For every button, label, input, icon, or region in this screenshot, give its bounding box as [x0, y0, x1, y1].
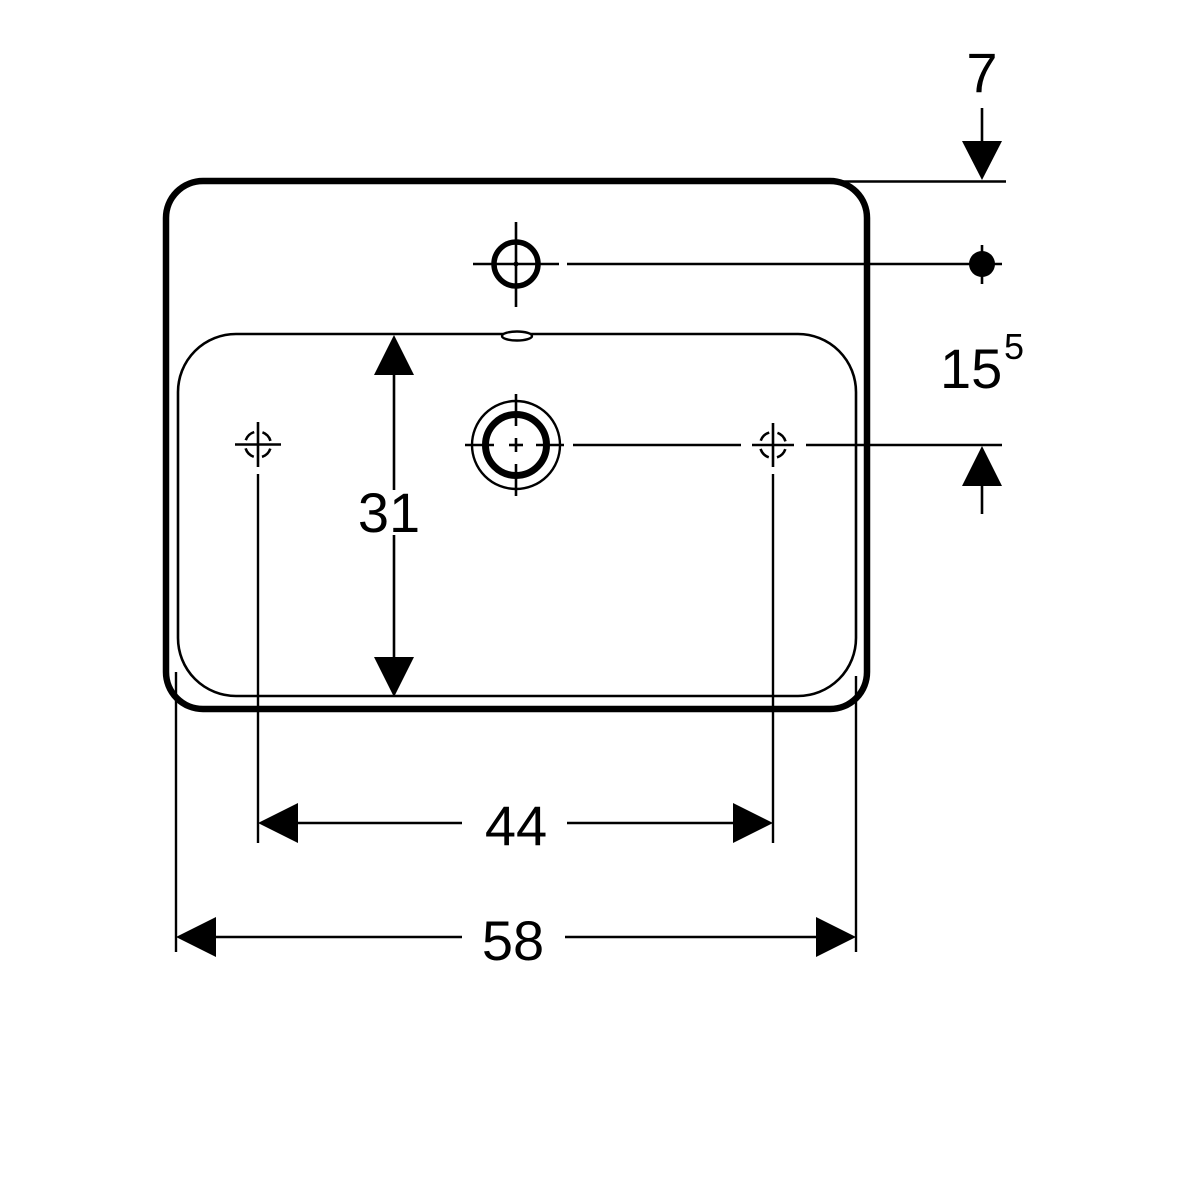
dimension-15-5-arrow-up: [962, 446, 1002, 486]
dimension-58-arrow-left: [176, 917, 216, 957]
dimension-58-label: 58: [482, 909, 544, 972]
basin-inner-bowl-outline: [176, 332, 858, 698]
dimension-31-arrow-down: [374, 657, 414, 697]
dimension-31-label: 31: [358, 481, 420, 544]
dimension-7-arrow-down: [962, 141, 1002, 180]
overflow-slot: [500, 330, 534, 342]
tap-hole-center-dot: [513, 261, 519, 267]
dimension-15-5: 15 5: [940, 326, 1024, 514]
dimension-7-label: 7: [966, 41, 997, 104]
dimension-58-arrow-right: [816, 917, 856, 957]
dimension-15-5-label-superscript: 5: [1004, 326, 1024, 367]
drain-hole: [465, 394, 564, 496]
left-side-hole: [235, 422, 281, 467]
dimension-7: 7: [962, 41, 1002, 284]
dimension-44-arrow-right: [733, 803, 773, 843]
dimension-31: 31: [358, 335, 420, 697]
dimension-58: 58: [174, 672, 858, 972]
tap-hole: [473, 222, 559, 307]
dimension-15-5-label-main: 15: [940, 337, 1002, 400]
dimension-31-arrow-up: [374, 335, 414, 375]
dimension-44-arrow-left: [258, 803, 298, 843]
dimension-44-label: 44: [485, 794, 547, 857]
dimension-44: 44: [258, 794, 773, 857]
